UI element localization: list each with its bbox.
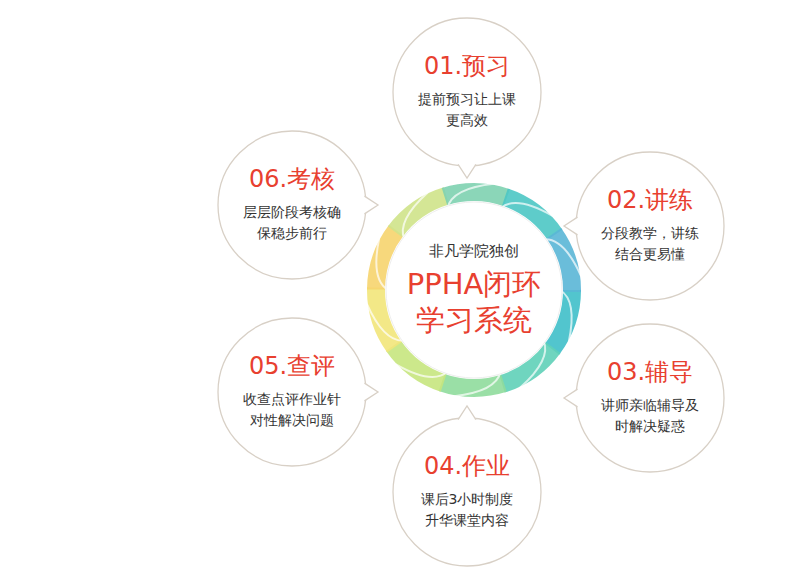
ring-segment xyxy=(376,192,572,388)
step-description: 分段教学，讲练 结合更易懂 xyxy=(596,223,704,266)
center-circle: 非凡学院独创 PPHA闭环 学习系统 xyxy=(386,202,562,378)
step-bubble: 02.讲练分段教学，讲练 结合更易懂 xyxy=(575,151,725,301)
step-bubble: 05.查评收查点评作业针 对性解决问题 xyxy=(217,317,367,467)
step-title: 03.辅导 xyxy=(607,358,693,387)
ring-segment xyxy=(376,192,572,388)
system-name: PPHA闭环 学习系统 xyxy=(395,266,553,339)
ring-segment xyxy=(376,192,572,388)
step-description: 层层阶段考核确 保稳步前行 xyxy=(238,202,346,245)
step-title: 05.查评 xyxy=(249,352,335,381)
brand-line: 非凡学院独创 xyxy=(429,242,519,262)
ring-segment xyxy=(376,192,572,388)
step-description: 课后3小时制度 升华课堂内容 xyxy=(413,489,521,532)
step-description: 提前预习让上课 更高效 xyxy=(413,89,521,132)
ring-segment xyxy=(376,192,572,388)
ring-segment xyxy=(376,192,572,388)
step-description: 讲师亲临辅导及 时解决疑惑 xyxy=(596,395,704,438)
step-bubble: 01.预习提前预习让上课 更高效 xyxy=(392,17,542,167)
ring-segment xyxy=(376,192,572,388)
ring-segment xyxy=(376,192,572,388)
step-bubble: 06.考核层层阶段考核确 保稳步前行 xyxy=(217,130,367,280)
step-title: 02.讲练 xyxy=(607,186,693,215)
step-bubble: 04.作业课后3小时制度 升华课堂内容 xyxy=(392,417,542,567)
gradient-ring xyxy=(367,184,581,396)
inner-disc xyxy=(386,202,562,378)
step-title: 06.考核 xyxy=(249,165,335,194)
step-title: 01.预习 xyxy=(424,52,510,81)
step-title: 04.作业 xyxy=(424,452,510,481)
ring-segment xyxy=(376,192,572,388)
step-description: 收查点评作业针 对性解决问题 xyxy=(238,389,346,432)
ring-segment xyxy=(376,192,572,388)
step-bubble: 03.辅导讲师亲临辅导及 时解决疑惑 xyxy=(575,323,725,473)
